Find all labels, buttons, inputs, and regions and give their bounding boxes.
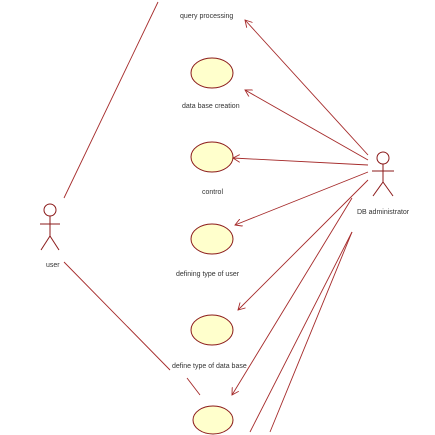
- admin-to-defining-user-line: [235, 171, 369, 225]
- use-case-query-processing: query processing: [180, 13, 233, 20]
- admin-to-define-db-line: [238, 179, 369, 310]
- use-case-data-base-creation: data base creation: [182, 57, 240, 110]
- user-boundary-line-top: [63, 1, 159, 199]
- use-case-ellipse: [190, 57, 234, 89]
- use-case-ellipse: [190, 223, 234, 255]
- use-case-label: control: [202, 189, 223, 196]
- user-icon: [40, 203, 60, 251]
- user-label: user: [46, 262, 60, 269]
- use-case-label: define type of data base: [172, 363, 247, 370]
- use-case-define-type-of-data-base: define type of data base: [172, 314, 247, 370]
- define-db-to-bottom-line: [186, 377, 201, 396]
- user-to-define-db-line: [63, 261, 171, 371]
- db-administrator-icon: [372, 151, 394, 197]
- admin-boundary-line-1: [269, 231, 353, 433]
- connections: [63, 1, 369, 433]
- use-case-ellipse: [190, 314, 234, 346]
- admin-boundary-line-2: [249, 231, 353, 433]
- use-case-label: query processing: [180, 13, 233, 20]
- db-administrator-actor: DB administrator: [357, 151, 410, 216]
- admin-to-creation-line: [245, 90, 369, 161]
- db-administrator-label: DB administrator: [357, 209, 410, 216]
- use-case-label: defining type of user: [176, 271, 240, 278]
- use-case-defining-type-of-user: defining type of user: [176, 223, 240, 278]
- use-case-ellipse: [192, 405, 234, 435]
- use-case-label: data base creation: [182, 103, 240, 110]
- use-case-unlabeled-bottom: [192, 405, 234, 435]
- admin-to-control-line: [233, 158, 369, 166]
- use-case-control: control: [190, 141, 234, 196]
- use-case-ellipse: [190, 141, 234, 173]
- admin-to-bottom-case-line: [232, 197, 353, 395]
- admin-to-query-line: [245, 20, 369, 156]
- user-actor: user: [40, 203, 60, 269]
